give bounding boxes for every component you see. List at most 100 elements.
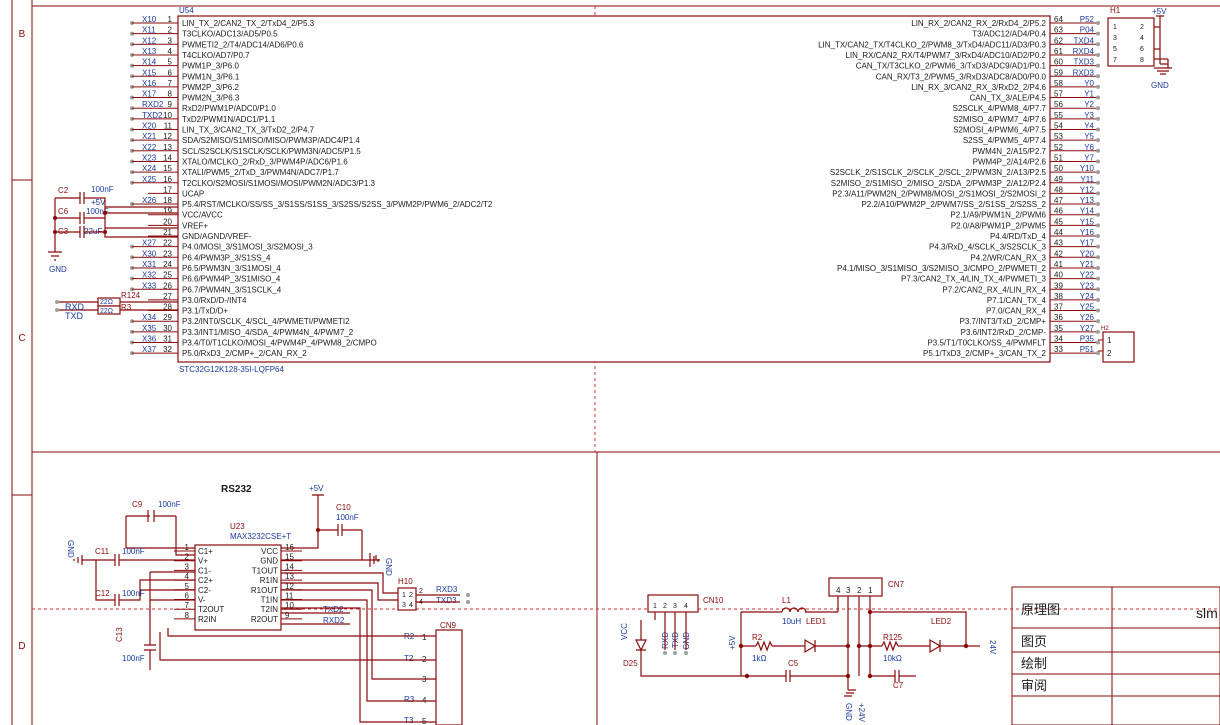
u54-net-dot-40[interactable] <box>1096 276 1100 281</box>
u54-net-dot-63[interactable] <box>1096 31 1100 36</box>
u54-net-dot-52[interactable] <box>1096 148 1100 153</box>
r2-ref: R2 <box>752 633 763 642</box>
u54-pin-num-49: 49 <box>1054 175 1063 184</box>
u54-net-TXD4: TXD4 <box>1074 36 1095 45</box>
h1-pin-1: 1 <box>1113 24 1117 31</box>
u54-net-dot-60[interactable] <box>1096 63 1100 68</box>
u54-net-dot-46[interactable] <box>1096 212 1100 217</box>
u54-net-dot-33[interactable] <box>1096 351 1100 356</box>
u54-net-dot-36[interactable] <box>1096 319 1100 324</box>
r2-value: 1kΩ <box>752 654 766 663</box>
u54-net-dot-44[interactable] <box>1096 234 1100 238</box>
u54-net-X14: X14 <box>142 58 157 67</box>
u54-net-dot-38[interactable] <box>1096 297 1100 302</box>
u54-pin-num-19: 19 <box>163 207 172 216</box>
u54-pin-num-55: 55 <box>1054 111 1063 120</box>
h10-pin-4: 4 <box>409 602 413 609</box>
u54-pin-num-28: 28 <box>163 303 172 312</box>
u54-net-X22: X22 <box>142 143 157 152</box>
u54-net-Y14: Y14 <box>1080 207 1095 216</box>
h2-header[interactable]: H2 1 2 <box>1101 326 1135 363</box>
u54-net-dot-54[interactable] <box>1096 127 1100 132</box>
u54-pin-num-11: 11 <box>164 122 173 131</box>
c5-ref: C5 <box>788 659 799 668</box>
u54-pin-name-58: LIN_RX_3/CAN2_RX_3/RxD2_2/P4.6 <box>911 83 1046 92</box>
u23-pin-num-5: 5 <box>185 582 190 591</box>
u54-net-X15: X15 <box>142 68 157 77</box>
u54-net-dot-35[interactable] <box>1096 329 1100 334</box>
u54-net-dot-62[interactable] <box>1096 42 1100 47</box>
u54-pin-num-8: 8 <box>168 90 173 99</box>
u54-net-dot-47[interactable] <box>1096 202 1100 207</box>
rxd-net: RXD <box>65 302 85 312</box>
u54-net-dot-61[interactable] <box>1096 52 1100 57</box>
cn10-body[interactable] <box>647 594 699 613</box>
u54-net-dot-37[interactable] <box>1096 308 1100 313</box>
u54-pin-name-10: TxD2/PWM1N/ADC1/P1.1 <box>182 115 276 124</box>
u54-pin-num-46: 46 <box>1054 207 1063 216</box>
u23-pin-num-2: 2 <box>185 553 190 562</box>
u54-net-X24: X24 <box>142 164 157 173</box>
u54-net-Y1: Y1 <box>1084 90 1094 99</box>
title-row-sheet: 图页 <box>1021 634 1047 649</box>
u23-pin-num-9: 9 <box>285 611 290 620</box>
u54-net-dot-48[interactable] <box>1096 191 1100 196</box>
u54-net-dot-56[interactable] <box>1096 106 1100 111</box>
c10-ref: C10 <box>336 503 351 512</box>
rs232-txd2: TXD2 <box>323 605 344 614</box>
u54-net-dot-51[interactable] <box>1096 159 1100 164</box>
cn9-pin-1: 1 <box>422 633 427 642</box>
u23-body[interactable] <box>194 544 282 631</box>
u54-net-Y6: Y6 <box>1084 143 1094 152</box>
u54-net-P04: P04 <box>1080 26 1095 35</box>
u54-pin-num-61: 61 <box>1054 47 1063 56</box>
u23-pin-name-6: V- <box>198 596 206 605</box>
u23-pin-name-11: T1IN <box>261 596 279 605</box>
u54-net-dot-55[interactable] <box>1096 116 1100 121</box>
u54-net-dot-43[interactable] <box>1096 244 1100 249</box>
u54-pin-name-3: PWMETI2_2/T4/ADC14/AD6/P0.6 <box>182 40 304 49</box>
l1-value: 10uH <box>782 617 801 626</box>
u54-net-Y0: Y0 <box>1084 79 1094 88</box>
u54-net-Y5: Y5 <box>1084 132 1094 141</box>
u54-net-dot-45[interactable] <box>1096 223 1100 228</box>
u54-pin-num-9: 9 <box>168 100 173 109</box>
u54-net-X12: X12 <box>142 36 157 45</box>
u54-net-dot-58[interactable] <box>1096 84 1100 89</box>
u54-pin-name-44: P4.4/RD/TxD_4 <box>990 232 1047 241</box>
u54-pin-num-30: 30 <box>163 324 172 333</box>
u54-net-dot-53[interactable] <box>1096 138 1100 143</box>
u54-pin-name-20: VREF+ <box>182 221 208 230</box>
u54-pin-name-47: P2.2/A10/PWM2P_2/PWM7/SS_2/S1SS_2/S2SS_2 <box>861 200 1046 209</box>
u54-net-X32: X32 <box>142 271 157 280</box>
u54-pin-num-35: 35 <box>1054 324 1063 333</box>
u54-net-dot-50[interactable] <box>1096 170 1100 175</box>
u54-net-dot-59[interactable] <box>1096 74 1100 79</box>
u54-net-dot-34[interactable] <box>1096 340 1100 345</box>
h1-pin-4: 4 <box>1140 35 1144 42</box>
u54-pin-num-52: 52 <box>1054 143 1063 152</box>
cn7-body[interactable] <box>828 577 883 597</box>
u23-pin-num-10: 10 <box>285 601 294 610</box>
u54-pin-name-27: P3.0/RxD/D-/INT4 <box>182 296 247 305</box>
u54-pin-num-38: 38 <box>1054 292 1063 301</box>
u54-net-dot-49[interactable] <box>1096 180 1100 185</box>
cn9-body[interactable] <box>435 629 463 725</box>
rs232-title: RS232 <box>221 484 252 495</box>
u54-net-X13: X13 <box>142 47 157 56</box>
c9-ref: C9 <box>132 500 143 509</box>
u54-net-dot-42[interactable] <box>1096 255 1100 260</box>
u54-body[interactable] <box>177 15 1051 363</box>
u54-net-dot-57[interactable] <box>1096 95 1100 100</box>
u54-net-dot-64[interactable] <box>1096 21 1100 25</box>
u54-net-dot-39[interactable] <box>1096 287 1100 292</box>
u23-pin-num-14: 14 <box>285 562 294 571</box>
c11-ref: C11 <box>95 547 110 556</box>
u54-net-dot-41[interactable] <box>1096 265 1100 270</box>
u54-part: STC32G12K128-35I-LQFP64 <box>179 365 284 374</box>
u54-net-X37: X37 <box>142 345 157 354</box>
u54-net-Y11: Y11 <box>1080 175 1094 184</box>
